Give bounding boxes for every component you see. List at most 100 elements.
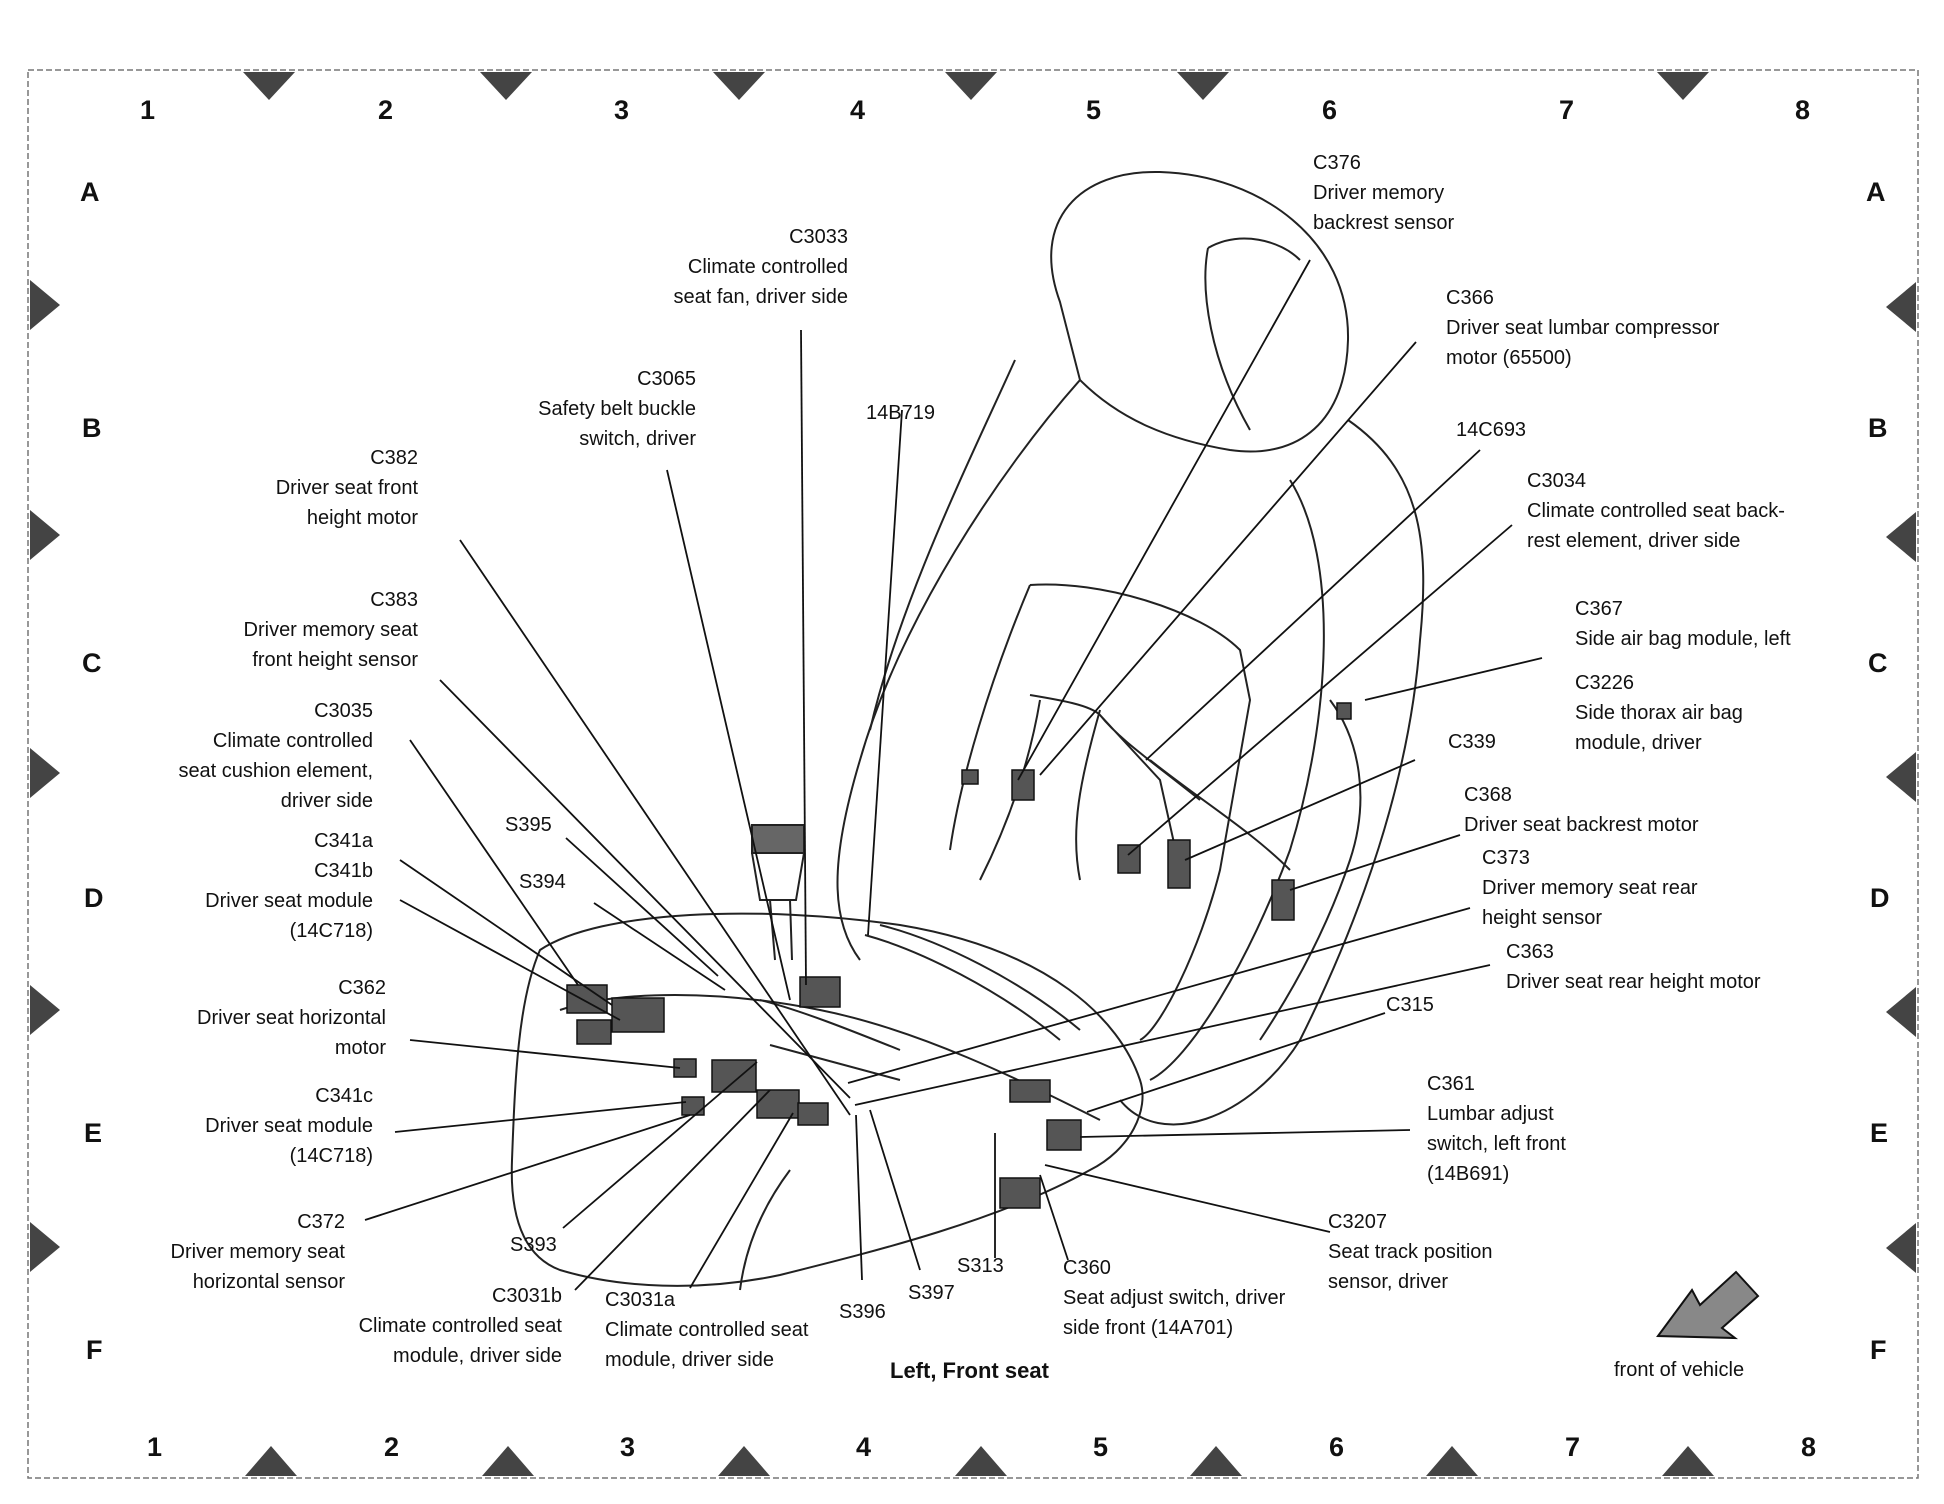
connector-c361 xyxy=(1046,1119,1082,1151)
callout-c382-line-1: Driver seat front xyxy=(275,477,418,499)
grid-col-bottom-3: 3 xyxy=(620,1432,636,1462)
grid-row-left-e: E xyxy=(84,1118,103,1148)
callout-c341a-code: C341a xyxy=(314,830,373,852)
callout-c3035-code: C3035 xyxy=(314,700,373,722)
callout-s394: S394 xyxy=(519,867,566,897)
callout-c3226-code: C3226 xyxy=(1575,672,1634,694)
connector-components xyxy=(566,702,1352,1209)
callout-c382: C382 Driver seat front height motor xyxy=(276,443,418,533)
grid-col-bottom-6: 6 xyxy=(1329,1432,1345,1462)
grid-col-bottom-2: 2 xyxy=(384,1432,400,1462)
callout-c3034-code: C3034 xyxy=(1527,470,1586,492)
callout-c3065: C3065 Safety belt buckle switch, driver xyxy=(538,364,696,454)
top-grid-markers xyxy=(243,72,1709,100)
connector-c339 xyxy=(1167,839,1191,889)
grid-row-right-b: B xyxy=(1868,413,1888,443)
callout-c368-code: C368 xyxy=(1464,784,1512,806)
callout-c341c-line-1: Driver seat module xyxy=(205,1115,373,1137)
callout-c3031a: C3031a Climate controlled seat module, d… xyxy=(605,1285,808,1375)
grid-col-bottom-8: 8 xyxy=(1801,1432,1817,1462)
callout-c361-line-3: (14B691) xyxy=(1427,1163,1510,1185)
callout-c3207: C3207 Seat track position sensor, driver xyxy=(1328,1207,1493,1297)
callout-c3034-line-1: Climate controlled seat back- xyxy=(1527,500,1785,522)
callout-14c693: 14C693 xyxy=(1456,415,1526,445)
grid-row-right-d: D xyxy=(1870,883,1890,913)
callout-c315: C315 xyxy=(1386,990,1434,1020)
grid-col-bottom-7: 7 xyxy=(1565,1432,1581,1462)
grid-col-top-8: 8 xyxy=(1795,95,1811,125)
callout-c341b-line-1: Driver seat module xyxy=(205,890,373,912)
callout-c372-code: C372 xyxy=(297,1211,345,1233)
callout-c3207-line-2: sensor, driver xyxy=(1328,1271,1449,1293)
callout-c373: C373 Driver memory seat rear height sens… xyxy=(1482,843,1698,933)
grid-col-bottom-1: 1 xyxy=(147,1432,163,1462)
connector-c3031b xyxy=(711,1059,757,1093)
grid-row-left-c: C xyxy=(82,648,102,678)
callout-c373-line-2: height sensor xyxy=(1482,907,1603,929)
callout-c339-code: C339 xyxy=(1448,731,1496,753)
callout-c3031b: C3031b Climate controlled seat module, d… xyxy=(359,1281,562,1371)
diagram-title: Left, Front seat xyxy=(890,1358,1049,1383)
grid-col-bottom-4: 4 xyxy=(856,1432,872,1462)
callout-c3031a-line-1: Climate controlled seat xyxy=(605,1319,809,1341)
callout-c363-line-1: Driver seat rear height motor xyxy=(1506,971,1761,993)
callout-c341c-code: C341c xyxy=(315,1085,373,1107)
callout-c341b: C341b Driver seat module (14C718) xyxy=(205,856,373,946)
grid-row-right-a: A xyxy=(1866,177,1886,207)
callout-c3065-line-1: Safety belt buckle xyxy=(538,398,696,420)
grid-row-left-f: F xyxy=(86,1335,103,1365)
front-of-vehicle-label: front of vehicle xyxy=(1614,1359,1745,1381)
callout-c360-code: C360 xyxy=(1063,1257,1111,1279)
grid-col-top-3: 3 xyxy=(614,95,630,125)
callout-c341c: C341c Driver seat module (14C718) xyxy=(205,1081,373,1171)
diagram-border xyxy=(27,69,1919,1479)
front-of-vehicle-arrow-icon xyxy=(1656,1270,1760,1340)
callout-s313: S313 xyxy=(957,1251,1004,1281)
callout-c363-code: C363 xyxy=(1506,941,1554,963)
callout-c367-line-1: Side air bag module, left xyxy=(1575,628,1791,650)
callout-c3033-line-2: seat fan, driver side xyxy=(673,286,848,308)
callout-s394-code: S394 xyxy=(519,871,566,893)
callout-c383-code: C383 xyxy=(370,589,418,611)
connector-c341b xyxy=(611,997,665,1033)
callout-s395-code: S395 xyxy=(505,814,552,836)
grid-row-left-d: D xyxy=(84,883,104,913)
callout-c341b-code: C341b xyxy=(314,860,373,882)
callout-s395: S395 xyxy=(505,810,552,840)
callout-c3035-line-2: seat cushion element, xyxy=(178,760,373,782)
callout-c362: C362 Driver seat horizontal motor xyxy=(197,973,386,1063)
callout-c341a: C341a xyxy=(314,826,373,856)
callout-c315-code: C315 xyxy=(1386,994,1434,1016)
connector-c367 xyxy=(1336,702,1352,720)
callout-c383-line-2: front height sensor xyxy=(252,649,418,671)
grid-col-top-7: 7 xyxy=(1559,95,1575,125)
callout-c3033: C3033 Climate controlled seat fan, drive… xyxy=(673,222,848,312)
callout-c372: C372 Driver memory seat horizontal senso… xyxy=(171,1207,345,1297)
callout-c361-line-2: switch, left front xyxy=(1427,1133,1566,1155)
callout-c3226-line-2: module, driver xyxy=(1575,732,1702,754)
seat-outline xyxy=(510,170,1425,1291)
callout-c360-line-1: Seat adjust switch, driver xyxy=(1063,1287,1286,1309)
grid-row-right-e: E xyxy=(1870,1118,1889,1148)
callout-c362-code: C362 xyxy=(338,977,386,999)
bottom-grid-markers xyxy=(245,1446,1714,1476)
callout-c3034-line-2: rest element, driver side xyxy=(1527,530,1741,552)
connector-c372 xyxy=(681,1096,705,1116)
callout-c376-line-2: backrest sensor xyxy=(1313,212,1455,234)
callout-c3035: C3035 Climate controlled seat cushion el… xyxy=(178,696,373,816)
callout-c366-code: C366 xyxy=(1446,287,1494,309)
callout-c367-code: C367 xyxy=(1575,598,1623,620)
callout-14b719-code: 14B719 xyxy=(866,402,935,424)
callout-s393-code: S393 xyxy=(510,1234,557,1256)
callout-c3033-code: C3033 xyxy=(789,226,848,248)
callout-c3035-line-3: driver side xyxy=(280,790,373,812)
callout-c363: C363 Driver seat rear height motor xyxy=(1506,937,1761,997)
connector-c3031a-2 xyxy=(797,1102,829,1126)
callout-c376: C376 Driver memory backrest sensor xyxy=(1313,148,1454,238)
callout-c361-code: C361 xyxy=(1427,1073,1475,1095)
callout-c3226: C3226 Side thorax air bag module, driver xyxy=(1575,668,1743,758)
grid-col-top-1: 1 xyxy=(140,95,156,125)
grid-col-top-4: 4 xyxy=(850,95,866,125)
grid-row-left-a: A xyxy=(80,177,100,207)
